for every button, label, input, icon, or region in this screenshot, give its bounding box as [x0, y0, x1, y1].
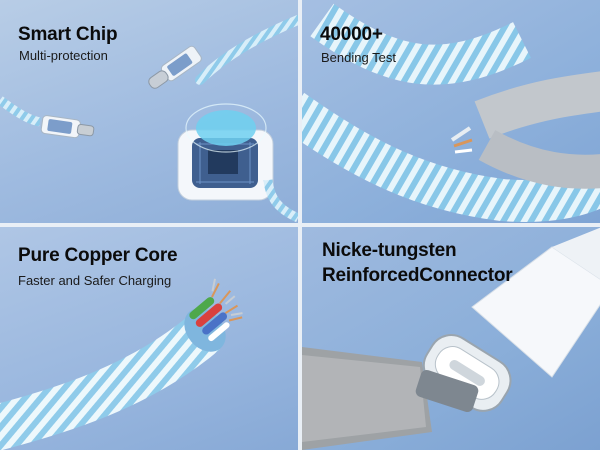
panel-title-line1: Nicke-tungsten — [322, 240, 457, 261]
panel-title: 40000+ — [320, 24, 383, 45]
panel-title: Pure Copper Core — [18, 245, 178, 266]
panel-title: Smart Chip — [18, 24, 118, 45]
usb-c-connector-illustration — [302, 227, 600, 450]
panel-title-line2: ReinforcedConnector — [322, 265, 513, 286]
copper-core-illustration — [0, 278, 243, 450]
panel-connector: Nicke-tungsten ReinforcedConnector — [302, 227, 600, 450]
panel-subtitle: Multi-protection — [19, 48, 108, 63]
panel-subtitle: Bending Test — [321, 50, 396, 65]
bending-cable-illustration — [302, 3, 600, 222]
panel-copper-core: Pure Copper Core Faster and Safer Chargi… — [0, 227, 298, 450]
panel-smart-chip: Smart Chip Multi-protection — [0, 0, 298, 223]
panel-bending-test: 40000+ Bending Test — [302, 0, 600, 223]
panel-subtitle: Faster and Safer Charging — [18, 273, 172, 288]
smart-chip-illustration — [0, 15, 298, 223]
